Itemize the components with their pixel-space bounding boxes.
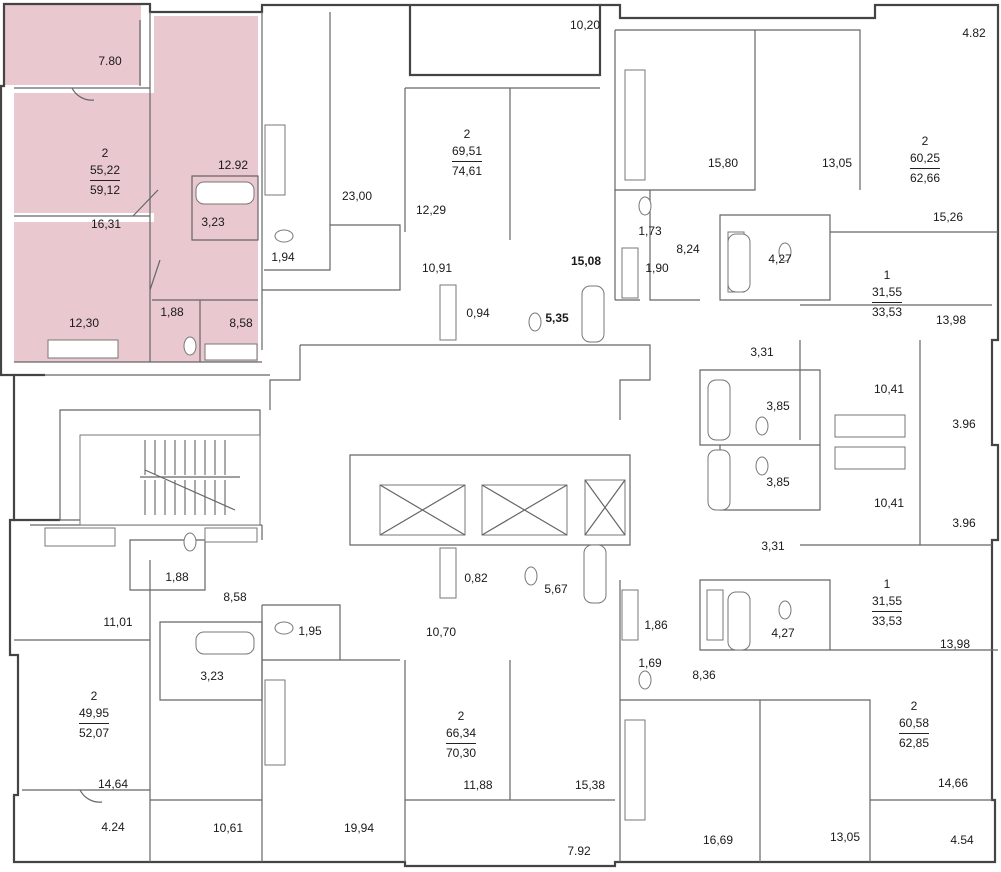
apartment-label[interactable]: 1 31,55 33,53 (871, 576, 903, 630)
apartment-total-area: 74,61 (451, 161, 483, 180)
room-area: 14,66 (937, 776, 969, 790)
apartment-living-area: 69,51 (451, 144, 483, 158)
apartment-total-area: 33,53 (871, 611, 903, 630)
room-area: 8,24 (676, 242, 700, 256)
room-area: 13,98 (935, 313, 967, 327)
building-core (45, 344, 651, 546)
room-area: 1,88 (165, 570, 189, 584)
room-area: 1,88 (160, 305, 184, 319)
room-area: 10,70 (425, 625, 457, 639)
room-area: 1,73 (638, 224, 662, 238)
room-area: 15,80 (707, 156, 739, 170)
stairwell (79, 434, 261, 526)
apartment-label[interactable]: 2 55,22 59,12 (89, 145, 121, 199)
apartment-total-area: 62,85 (898, 733, 930, 752)
room-area: 13,05 (821, 156, 853, 170)
room-area: 3.96 (952, 516, 976, 530)
room-area: 7.80 (98, 54, 122, 68)
room-area: 15,38 (574, 778, 606, 792)
apartment-living-area: 31,55 (871, 594, 903, 608)
room-area: 4.82 (962, 26, 986, 40)
room-area: 0,94 (466, 306, 490, 320)
apartment-label[interactable]: 2 69,51 74,61 (451, 126, 483, 180)
room-area: 14,64 (97, 777, 129, 791)
room-area: 13,05 (829, 830, 861, 844)
radiators (204, 231, 745, 641)
room-area: 3,85 (766, 475, 790, 489)
room-area: 4.54 (950, 833, 974, 847)
room-area: 15,26 (932, 210, 964, 224)
room-area: 10,91 (421, 261, 453, 275)
apartment-living-area: 55,22 (89, 163, 121, 177)
room-area: 3,23 (200, 669, 224, 683)
room-area: 8,58 (223, 590, 247, 604)
apartment-total-area: 52,07 (78, 723, 110, 742)
apartment-living-area: 60,58 (898, 716, 930, 730)
room-area: 12,29 (415, 203, 447, 217)
room-area: 16,69 (702, 833, 734, 847)
room-area: 0,82 (464, 571, 488, 585)
apartment-rooms: 1 (883, 577, 891, 591)
doors (71, 87, 161, 803)
room-area: 10,41 (873, 496, 905, 510)
apartment-rooms: 2 (457, 709, 465, 723)
room-area: 15,08 (570, 254, 602, 268)
room-area: 12.92 (217, 158, 249, 172)
toilets (183, 196, 792, 690)
internal-walls (14, 12, 998, 862)
room-area: 4,27 (771, 626, 795, 640)
room-area: 1,94 (271, 250, 295, 264)
kitchens (44, 69, 906, 821)
apartment-total-area: 33,53 (871, 302, 903, 321)
bathtubs (195, 181, 751, 655)
apartment-living-area: 49,95 (78, 706, 110, 720)
room-area: 8,58 (229, 316, 253, 330)
room-area: 3,85 (766, 399, 790, 413)
apartment-label[interactable]: 2 49,95 52,07 (78, 688, 110, 742)
room-area: 1,90 (645, 261, 669, 275)
room-area: 5,35 (545, 311, 569, 325)
apartment-rooms: 1 (883, 268, 891, 282)
room-area: 3,23 (201, 215, 225, 229)
room-area: 1,69 (638, 656, 662, 670)
room-area: 11,88 (463, 778, 493, 792)
room-area: 1,95 (298, 624, 322, 638)
room-area: 10,20 (569, 18, 601, 32)
room-area: 4.24 (101, 820, 125, 834)
apartment-total-area: 70,30 (445, 743, 477, 762)
room-area: 11,01 (103, 615, 133, 629)
apartment-label[interactable]: 2 60,25 62,66 (909, 133, 941, 187)
apartment-rooms: 2 (463, 127, 471, 141)
apartment-label[interactable]: 1 31,55 33,53 (871, 267, 903, 321)
room-area: 7.92 (567, 844, 591, 858)
apartment-rooms: 2 (910, 699, 918, 713)
apartment-living-area: 31,55 (871, 285, 903, 299)
room-area: 3,31 (761, 539, 785, 553)
room-area: 3,31 (750, 345, 774, 359)
room-area: 13,98 (939, 637, 971, 651)
room-area: 5,67 (544, 582, 568, 596)
highlighted-apartment[interactable] (5, 5, 258, 362)
room-area: 10,61 (212, 821, 244, 835)
room-area: 12,30 (68, 316, 100, 330)
apartment-rooms: 2 (101, 146, 109, 160)
apartment-rooms: 2 (90, 689, 98, 703)
room-area: 19,94 (343, 821, 375, 835)
room-area: 4,27 (768, 252, 792, 266)
room-area: 1,86 (644, 618, 668, 632)
apartment-rooms: 2 (921, 134, 929, 148)
room-area: 3.96 (952, 417, 976, 431)
apartment-label[interactable]: 2 60,58 62,85 (898, 698, 930, 752)
room-area: 16,31 (90, 217, 122, 231)
apartment-total-area: 59,12 (89, 180, 121, 199)
apartment-living-area: 66,34 (445, 726, 477, 740)
room-area: 23,00 (341, 189, 373, 203)
room-area: 10,41 (873, 382, 905, 396)
room-area: 8,36 (692, 668, 716, 682)
apartment-label[interactable]: 2 66,34 70,30 (445, 708, 477, 762)
apartment-total-area: 62,66 (909, 168, 941, 187)
apartment-living-area: 60,25 (909, 151, 941, 165)
